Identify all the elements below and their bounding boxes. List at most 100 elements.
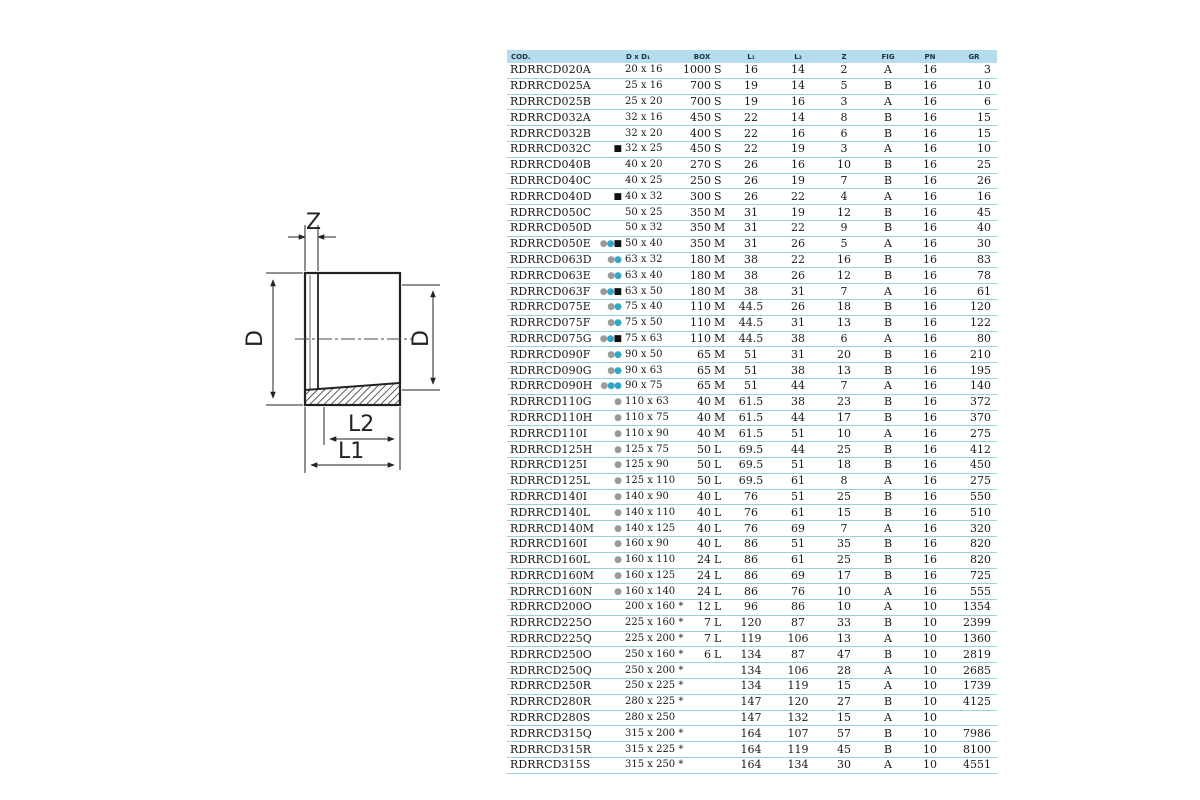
availability-markers: ●●● bbox=[599, 378, 623, 395]
cell-pn: 16 bbox=[909, 457, 952, 474]
cell-code: RDRRCD160N bbox=[507, 583, 599, 601]
cell-gr: 30 bbox=[951, 236, 998, 253]
cell-code: RDRRCD225Q bbox=[507, 631, 599, 648]
cell-gr: 122 bbox=[951, 315, 998, 332]
cell-fig: B bbox=[867, 125, 910, 142]
header-l2: L₂ bbox=[775, 50, 822, 63]
cell-code: RDRRCD110H bbox=[507, 410, 599, 427]
cell-fig: A bbox=[867, 520, 910, 537]
cell-code: RDRRCD280S bbox=[507, 710, 599, 727]
cell-dim: 40 x 20 bbox=[623, 157, 678, 174]
cell-l2: 14 bbox=[775, 78, 822, 95]
cell-sz: M bbox=[713, 378, 728, 395]
cell-box: 250 bbox=[677, 173, 714, 190]
cell-sz bbox=[713, 662, 728, 680]
cell-pn: 10 bbox=[909, 646, 952, 664]
cell-gr: 16 bbox=[951, 188, 998, 206]
grey-dot-icon: ● bbox=[614, 539, 622, 550]
availability-markers bbox=[599, 173, 623, 190]
cell-sz: S bbox=[713, 188, 728, 206]
availability-markers: ● bbox=[599, 410, 623, 427]
cell-code: RDRRCD160M bbox=[507, 568, 599, 585]
cell-box: 110 bbox=[677, 331, 714, 348]
cell-box: 350 bbox=[677, 220, 714, 237]
availability-markers bbox=[599, 678, 623, 695]
cell-l1: 22 bbox=[727, 141, 776, 158]
cell-code: RDRRCD315R bbox=[507, 741, 599, 759]
cell-l2: 16 bbox=[775, 157, 822, 174]
cell-pn: 16 bbox=[909, 220, 952, 237]
cell-l1: 147 bbox=[727, 710, 776, 727]
cell-gr: 370 bbox=[951, 410, 998, 427]
cell-l2: 106 bbox=[775, 631, 822, 648]
cell-z: 25 bbox=[821, 489, 868, 506]
cell-z: 15 bbox=[821, 678, 868, 695]
header-box: BOX bbox=[677, 50, 728, 63]
cell-pn: 10 bbox=[909, 757, 952, 774]
cell-l2: 31 bbox=[775, 283, 822, 300]
cell-z: 7 bbox=[821, 378, 868, 395]
cell-l1: 164 bbox=[727, 757, 776, 774]
cell-z: 3 bbox=[821, 141, 868, 158]
cell-l2: 14 bbox=[775, 109, 822, 127]
cell-dim: 40 x 25 bbox=[623, 173, 678, 190]
cell-gr: 15 bbox=[951, 125, 998, 142]
grey-dot-icon: ● bbox=[599, 239, 608, 250]
cell-dim: 40 x 32 bbox=[623, 188, 678, 206]
cell-l1: 76 bbox=[727, 504, 776, 522]
cell-code: RDRRCD160I bbox=[507, 536, 599, 553]
cell-fig: B bbox=[867, 725, 910, 743]
cell-z: 2 bbox=[821, 63, 868, 79]
cell-gr: 725 bbox=[951, 568, 998, 585]
cell-dim: 90 x 75 bbox=[623, 378, 678, 395]
cell-fig: B bbox=[867, 552, 910, 569]
cell-box: 40 bbox=[677, 536, 714, 553]
availability-markers: ●● bbox=[599, 315, 623, 332]
cell-l2: 44 bbox=[775, 441, 822, 458]
cell-gr: 83 bbox=[951, 252, 998, 269]
cell-pn: 16 bbox=[909, 236, 952, 253]
cell-sz: S bbox=[713, 157, 728, 174]
cell-sz: M bbox=[713, 315, 728, 332]
cell-sz: L bbox=[713, 631, 728, 648]
cell-sz: L bbox=[713, 520, 728, 537]
cell-z: 8 bbox=[821, 473, 868, 490]
cell-fig: B bbox=[867, 220, 910, 237]
availability-markers: ● bbox=[599, 536, 623, 553]
cell-code: RDRRCD063F bbox=[507, 283, 599, 300]
header-fig: FIG bbox=[867, 50, 910, 63]
cell-pn: 16 bbox=[909, 520, 952, 537]
cell-fig: B bbox=[867, 252, 910, 269]
cell-box: 300 bbox=[677, 188, 714, 206]
cell-box: 40 bbox=[677, 425, 714, 443]
availability-markers bbox=[599, 220, 623, 237]
cell-z: 16 bbox=[821, 252, 868, 269]
cell-l1: 26 bbox=[727, 173, 776, 190]
cell-dim: 32 x 25 bbox=[623, 141, 678, 158]
blue-dot-icon: ● bbox=[614, 349, 622, 360]
cell-l1: 119 bbox=[727, 631, 776, 648]
blue-dot-icon: ● bbox=[606, 239, 615, 250]
cell-box: 400 bbox=[677, 125, 714, 142]
cell-dim: 110 x 75 bbox=[623, 410, 678, 427]
cell-z: 13 bbox=[821, 315, 868, 332]
availability-markers bbox=[599, 109, 623, 127]
grey-dot-icon: ● bbox=[614, 412, 622, 423]
cell-l1: 120 bbox=[727, 615, 776, 632]
cell-fig: A bbox=[867, 710, 910, 727]
availability-markers: ● bbox=[599, 520, 623, 537]
black-square-icon: ■ bbox=[613, 144, 621, 155]
cell-fig: B bbox=[867, 694, 910, 711]
z-label: Z bbox=[306, 210, 321, 235]
grey-dot-icon: ● bbox=[607, 270, 615, 281]
cell-z: 25 bbox=[821, 552, 868, 569]
cell-z: 57 bbox=[821, 725, 868, 743]
cell-dim: 63 x 32 bbox=[623, 252, 678, 269]
